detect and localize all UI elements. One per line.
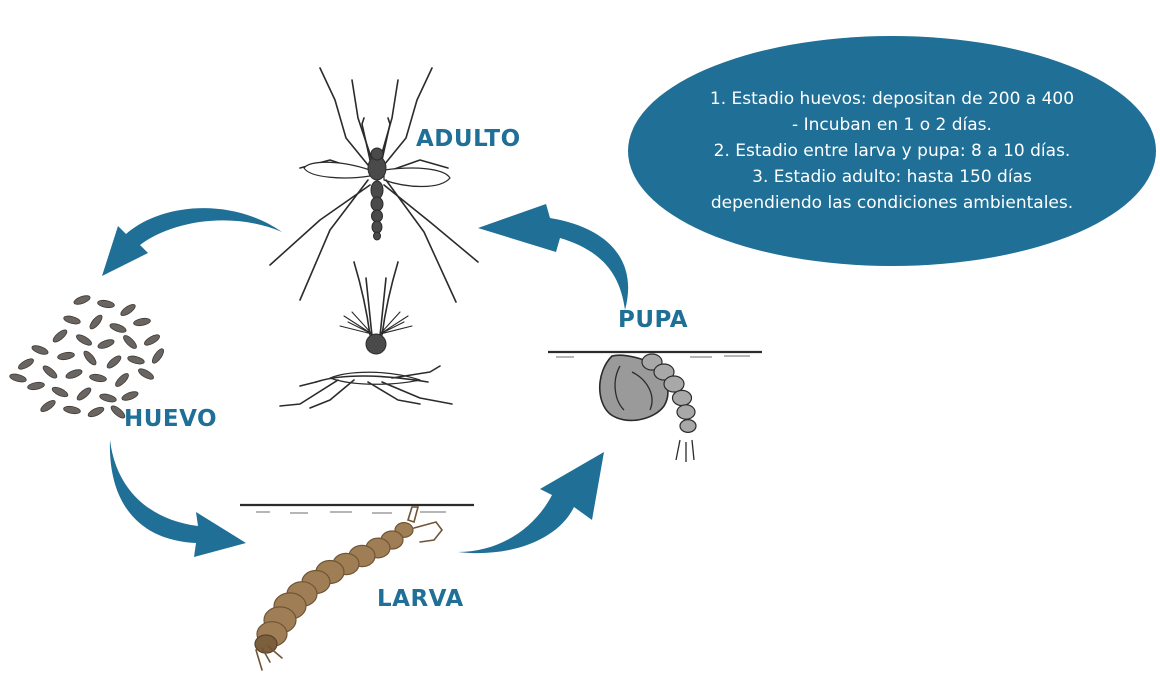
arrow-adult-to-egg [102,208,282,276]
larva-siphon [408,507,418,522]
egg [31,344,49,356]
mosquito-resting-illustration [280,366,452,408]
water-ripples-larva [256,512,446,513]
egg [17,357,35,371]
label-pupa: PUPA [618,307,688,333]
egg [57,351,75,361]
head-capsule [366,334,386,354]
info-line-2: - Incuban en 1 o 2 días. [792,112,992,138]
resting-proboscis [300,382,316,386]
leg-mid-right [386,180,456,302]
mosquito-adult-illustration [270,68,478,302]
egg [121,390,139,402]
leg-mid-left [300,180,368,300]
resting-leg-5 [392,366,440,378]
egg [75,333,93,347]
resting-leg-4 [382,382,452,404]
larva-tail-tufts [414,522,442,542]
egg [99,393,117,404]
abdomen [371,181,383,240]
egg [87,405,105,418]
egg [114,372,131,389]
palp-left [362,118,370,160]
mosquito-head-illustration [340,262,412,354]
pupa-segment [664,376,684,392]
egg [105,354,122,370]
egg [73,294,91,306]
pupa-paddles [676,440,694,462]
wing-right [384,168,450,186]
info-line-3: 2. Estadio entre larva y pupa: 8 a 10 dí… [714,138,1071,164]
arrow-larva-to-pupa [458,452,604,553]
egg [51,328,68,344]
egg [63,315,81,326]
pupa-segment [673,390,692,405]
info-line-4: 3. Estadio adulto: hasta 150 días [752,164,1032,190]
arrow-pupa-to-adult [478,204,628,310]
egg [9,373,27,384]
pupa-illustration [548,352,762,462]
pupa-segment [680,420,696,433]
info-line-1: 1. Estadio huevos: depositan de 200 a 40… [710,86,1074,112]
egg [63,405,81,415]
label-huevo: HUEVO [124,406,217,432]
egg [133,317,151,327]
egg-cluster-illustration [9,294,166,420]
info-line-5: dependiendo las condiciones ambientales. [711,190,1073,216]
egg [143,333,161,347]
info-ellipse: 1. Estadio huevos: depositan de 200 a 40… [628,36,1156,266]
pupa-segment [677,405,695,419]
egg [109,322,127,334]
egg [122,334,139,351]
label-larva: LARVA [377,586,464,612]
egg [97,338,115,350]
arrow-egg-to-larva [110,440,246,557]
egg [150,347,165,365]
egg [119,302,137,317]
egg [39,398,57,413]
egg [41,364,58,380]
egg [51,385,69,398]
leg-front-left [320,68,368,165]
egg [65,368,83,380]
label-adulto: ADULTO [416,126,521,152]
egg [89,373,107,383]
egg [137,367,155,381]
wing-left [304,162,370,178]
egg [97,299,115,309]
egg [127,355,145,366]
egg [88,313,104,330]
egg [82,349,98,366]
head [371,148,383,160]
resting-leg-3 [368,382,420,404]
egg [75,386,92,402]
egg [27,381,45,391]
